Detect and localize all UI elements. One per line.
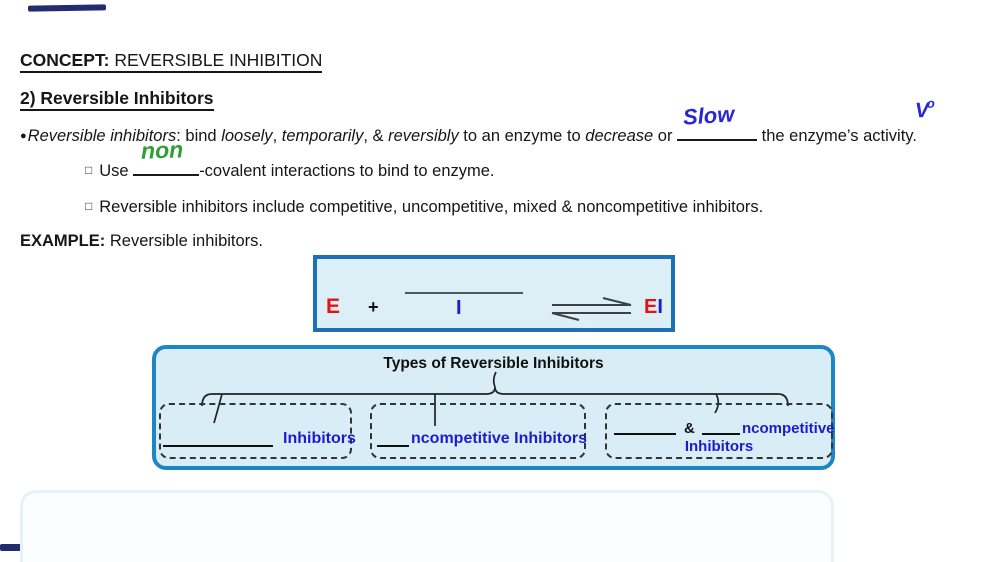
bullet-term: Reversible inhibitors (27, 127, 177, 145)
handwritten-v0-annotation: Vo (915, 95, 936, 123)
uncompetitive-label: ncompetitive Inhibitors (411, 430, 588, 447)
inhibitor-symbol: I (456, 297, 462, 319)
bullet-italic-loosely: loosely (221, 127, 273, 145)
uncompetitive-inhibitors-box: ncompetitive Inhibitors (370, 403, 588, 459)
plus-sign: + (368, 297, 379, 317)
bullet-icon: ● (20, 130, 27, 142)
inhibitors-label-line2: Inhibitors (684, 438, 754, 455)
handwritten-non: non (140, 136, 184, 164)
types-diagram-box: Types of Reversible Inhibitors Inhibitor… (152, 345, 835, 470)
concept-title: REVERSIBLE INHIBITION (109, 50, 323, 70)
main-bullet: ●Reversible inhibitors: bind loosely, te… (20, 101, 917, 146)
competitive-label: Inhibitors (283, 430, 356, 447)
sub1-text: -covalent interactions to bind to enzyme… (199, 162, 495, 180)
next-section-ghost-box (20, 490, 834, 562)
bullet-text: : bind (176, 127, 222, 145)
bullet-italic-reversibly: reversibly (388, 127, 459, 145)
sub-bullet-1: □ Use non -covalent interactions to bind t… (85, 136, 495, 181)
section-heading: 2) Reversible Inhibitors (20, 88, 214, 111)
complex-e: E (644, 296, 658, 318)
bullet-text: to an enzyme to (458, 127, 586, 145)
ampersand: & (684, 420, 695, 437)
blank-line (702, 433, 740, 435)
section-title: 2) Reversible Inhibitors (20, 88, 214, 111)
enzyme-symbol: E (326, 295, 341, 318)
sub1-text: Use (99, 162, 134, 180)
complex-i: I (657, 296, 663, 318)
bullet-text: , (272, 127, 282, 145)
concept-heading: CONCEPT: REVERSIBLE INHIBITION (20, 50, 323, 73)
reaction-equation-box: E + I EI (313, 255, 675, 332)
bullet-text: , & (363, 127, 389, 145)
types-title: Types of Reversible Inhibitors (383, 355, 604, 372)
competitive-inhibitors-box: Inhibitors (159, 403, 356, 459)
complex-symbol: EI (644, 297, 663, 317)
top-left-mark (27, 4, 107, 12)
blank-line (614, 433, 676, 435)
example-label: EXAMPLE: (20, 232, 106, 250)
square-bullet-icon: □ (85, 163, 93, 177)
bullet-text: the enzyme’s activity. (757, 127, 917, 145)
inhibitor-blank-line (405, 292, 523, 294)
square-bullet-icon: □ (85, 199, 93, 213)
sub2-text: Reversible inhibitors include competitiv… (99, 198, 764, 216)
blank-line (377, 445, 409, 447)
fill-in-blank-non: non (133, 136, 200, 176)
handwritten-slow: Slow (682, 101, 736, 130)
noncompetitive-label: ncompetitive (742, 420, 835, 437)
concept-label: CONCEPT: (20, 50, 110, 70)
blank-line (163, 445, 273, 447)
bullet-italic-temporarily: temporarily (281, 127, 364, 145)
mixed-noncompetitive-inhibitors-box: & ncompetitive Inhibitors (605, 403, 835, 459)
example-line: EXAMPLE: Reversible inhibitors. (20, 232, 263, 251)
v0-subscript: o (926, 95, 936, 111)
fill-in-blank-slow: Slow (677, 101, 758, 141)
sub-bullet-2: □ Reversible inhibitors include competiti… (85, 198, 763, 217)
equilibrium-arrows-icon (551, 297, 632, 321)
bullet-italic-decrease: decrease (585, 127, 654, 145)
bullet-text: or (653, 127, 678, 145)
example-text: Reversible inhibitors. (105, 232, 263, 250)
